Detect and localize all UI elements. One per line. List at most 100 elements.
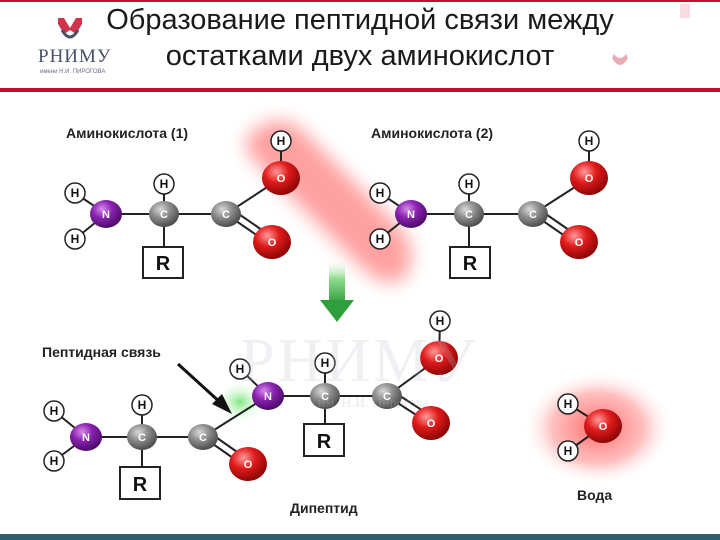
- nitrogen-atom: N: [90, 200, 122, 228]
- amino-acid-1-label: Аминокислота (1): [66, 125, 188, 141]
- hydrogen-atom: H: [557, 440, 579, 462]
- svg-text:H: H: [277, 134, 286, 148]
- carbon-atom: C: [211, 201, 241, 227]
- slide-title-line-1: Образование пептидной связи между: [106, 4, 614, 36]
- svg-text:O: O: [244, 459, 253, 471]
- oxygen-atom: O: [570, 161, 608, 195]
- svg-text:R: R: [317, 431, 332, 453]
- hydrogen-atom: H: [64, 228, 86, 250]
- hydrogen-atom: H: [229, 358, 251, 380]
- carbon-atom: C: [149, 201, 179, 227]
- svg-text:H: H: [564, 444, 573, 458]
- svg-text:N: N: [407, 209, 415, 221]
- svg-text:C: C: [160, 209, 168, 221]
- svg-text:C: C: [465, 209, 473, 221]
- svg-text:H: H: [564, 397, 573, 411]
- carbon-atom: C: [127, 424, 157, 450]
- header-top-line: [0, 0, 720, 2]
- hydrogen-atom: H: [557, 393, 579, 415]
- svg-text:H: H: [236, 362, 245, 376]
- svg-text:H: H: [436, 314, 445, 328]
- hydrogen-atom: H: [458, 173, 480, 195]
- svg-text:C: C: [199, 432, 207, 444]
- hydrogen-atom: H: [429, 310, 451, 332]
- peptide-bond-pointer-arrow-icon: [176, 362, 232, 414]
- hydrogen-atom: H: [270, 130, 292, 152]
- oxygen-atom: O: [229, 447, 267, 481]
- oxygen-atom: O: [412, 406, 450, 440]
- svg-text:H: H: [160, 177, 169, 191]
- svg-text:H: H: [376, 232, 385, 246]
- svg-text:R: R: [463, 253, 478, 275]
- nitrogen-atom: N: [395, 200, 427, 228]
- svg-text:O: O: [435, 353, 444, 365]
- svg-text:O: O: [585, 173, 594, 185]
- hydrogen-atom: H: [314, 352, 336, 374]
- svg-text:H: H: [321, 356, 330, 370]
- logo-text: РНИМУ: [38, 46, 112, 67]
- amino-acid-2-label: Аминокислота (2): [371, 125, 493, 141]
- svg-text:O: O: [427, 418, 436, 430]
- oxygen-atom: O: [253, 225, 291, 259]
- svg-text:H: H: [465, 177, 474, 191]
- svg-text:H: H: [50, 454, 59, 468]
- svg-text:N: N: [264, 391, 272, 403]
- carbon-atom: C: [372, 383, 402, 409]
- logo-subtitle: имени Н.И. ПИРОГОВА: [40, 69, 106, 75]
- svg-text:H: H: [71, 232, 80, 246]
- carbon-atom: C: [310, 383, 340, 409]
- svg-text:O: O: [575, 237, 584, 249]
- water-molecule: H H O: [557, 393, 622, 462]
- carbon-atom: C: [454, 201, 484, 227]
- nitrogen-atom: N: [70, 423, 102, 451]
- dipeptide: H H H H H H N C C O N C C O O R R: [43, 310, 458, 500]
- hydrogen-atom: H: [369, 228, 391, 250]
- oxygen-atom: O: [560, 225, 598, 259]
- title-decor-icon: [612, 4, 690, 65]
- svg-text:H: H: [71, 186, 80, 200]
- header-bar: [0, 88, 720, 92]
- svg-text:O: O: [277, 173, 286, 185]
- hydrogen-atom: H: [43, 450, 65, 472]
- svg-text:N: N: [82, 432, 90, 444]
- hydrogen-atom: H: [43, 400, 65, 422]
- peptide-bond-label: Пептидная связь: [42, 344, 161, 360]
- footer-bar: [0, 534, 720, 540]
- logo-emblem-icon: [58, 18, 82, 39]
- radical-box: R: [119, 466, 161, 500]
- svg-text:O: O: [599, 421, 608, 433]
- hydrogen-atom: H: [131, 394, 153, 416]
- svg-text:C: C: [222, 209, 230, 221]
- svg-text:C: C: [383, 391, 391, 403]
- radical-box: R: [303, 423, 345, 457]
- oxygen-atom: O: [262, 161, 300, 195]
- svg-text:N: N: [102, 209, 110, 221]
- oxygen-atom: O: [420, 341, 458, 375]
- radical-box: R: [142, 246, 184, 279]
- water-label: Вода: [577, 487, 612, 503]
- watermark-subtitle: им. Н.И. Пирогова: [318, 396, 429, 411]
- svg-text:C: C: [321, 391, 329, 403]
- amino-acid-2: H H H H N C C O O R: [369, 130, 608, 279]
- peptide-bond-highlight: [214, 380, 266, 424]
- dipeptide-label: Дипептид: [290, 500, 358, 516]
- carbon-atom: C: [518, 201, 548, 227]
- svg-text:H: H: [138, 398, 147, 412]
- reaction-arrow-icon: [320, 258, 354, 322]
- svg-text:C: C: [138, 432, 146, 444]
- watermark-text: РНИМУ: [240, 327, 479, 395]
- slide-title-line-2: остатками двух аминокислот: [165, 40, 555, 72]
- nitrogen-atom: N: [252, 382, 284, 410]
- svg-text:R: R: [133, 474, 148, 496]
- svg-text:H: H: [585, 134, 594, 148]
- svg-text:O: O: [268, 237, 277, 249]
- svg-text:H: H: [50, 404, 59, 418]
- hydrogen-atom: H: [64, 182, 86, 204]
- amino-acid-1: H H H H N C C O O R: [64, 130, 300, 279]
- radical-box: R: [449, 246, 491, 279]
- carbon-atom: C: [188, 424, 218, 450]
- svg-text:C: C: [529, 209, 537, 221]
- oxygen-atom: O: [584, 409, 622, 443]
